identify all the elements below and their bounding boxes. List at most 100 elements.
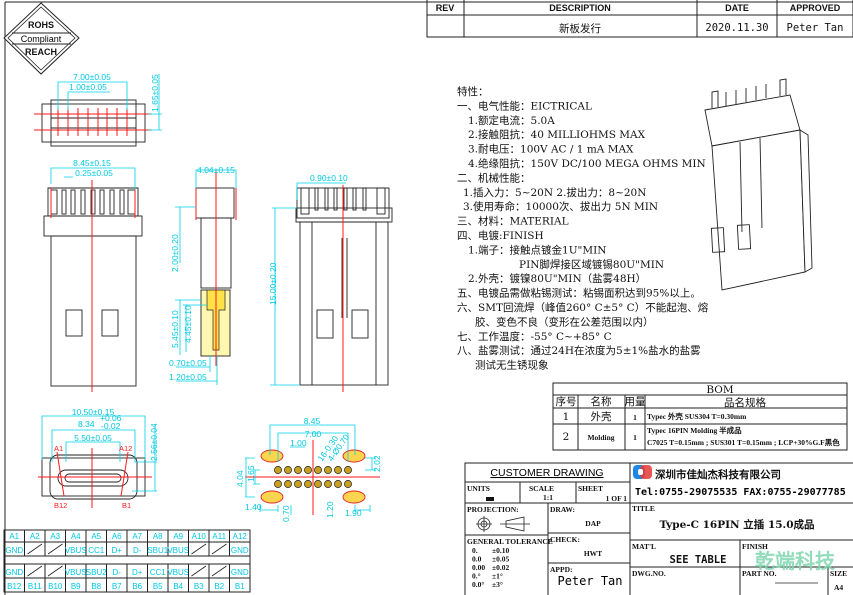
- spec-line: 二、机械性能：: [457, 171, 531, 184]
- tolerance-value: ±0.05: [492, 555, 509, 564]
- dim-fp-4-04: 4.04: [235, 470, 245, 487]
- dim-8-45: 8.45±0.15: [73, 158, 111, 168]
- sheet-value: 1 OF 1: [606, 494, 628, 503]
- pin-cell: D+: [112, 546, 123, 555]
- spec-line: 测试无生锈现象: [475, 359, 549, 372]
- pin-cell: B11: [28, 582, 42, 591]
- footprint-pad-top: [324, 466, 332, 474]
- label-b12: B12: [54, 501, 67, 510]
- approved-header: APPROVED: [790, 3, 841, 13]
- pin-cell: A12: [233, 532, 248, 541]
- spec-line: 1.端子：接触点镀金1U"MIN: [468, 243, 606, 256]
- title-label: TITLE: [632, 504, 655, 513]
- dim-0-25: 0.25±0.05: [75, 168, 113, 178]
- dim-fp-1-90: 1.90: [345, 508, 362, 518]
- pin-cell: B7: [112, 582, 122, 591]
- units-value-mark: [486, 497, 494, 501]
- pin-cell: GND: [5, 546, 23, 555]
- footprint-pad-top: [304, 466, 312, 474]
- pin-cell: B8: [91, 582, 101, 591]
- side-view: 4.04±0.15 2.00±0.20 5.45±0.10 4.45±0.10 …: [169, 165, 237, 385]
- tolerance-value: ±1°: [492, 572, 503, 581]
- dim-0-90: 0.90±0.10: [310, 173, 348, 183]
- dim-10-50: 10.50±0.15: [72, 407, 115, 417]
- pin-cell: GND: [5, 568, 23, 577]
- bom-header-qty: 用量: [625, 396, 646, 408]
- pin-cell: D-: [133, 546, 142, 555]
- pin-cell: A2: [30, 532, 40, 541]
- footprint-pad-bottom: [294, 480, 302, 488]
- footprint-pad-bottom: [344, 480, 352, 488]
- spec-line: 八、盐雾测试：通过24H在浓度为5±1%盐水的盐雾: [457, 344, 701, 357]
- bom-cell-spec: Typec 外壳 SUS304 T=0.30mm: [647, 411, 747, 421]
- bom-cell-qty: 1: [633, 413, 637, 422]
- watermark: 乾端科技: [755, 549, 836, 573]
- pin-cell: D+: [132, 568, 143, 577]
- tolerance-value: ±0.02: [492, 563, 509, 572]
- tolerance-list: 0.±0.100.0±0.050.00±0.020.°±1°0.0°±3°: [472, 546, 509, 589]
- label-a1: A1: [54, 444, 63, 453]
- dim-2-00: 2.00±0.20: [170, 234, 180, 272]
- bom-cell-no: 2: [563, 431, 570, 443]
- date-header: DATE: [725, 3, 749, 13]
- bom-cell-no: 1: [563, 411, 570, 423]
- projection-label: PROJECTION:: [467, 505, 519, 514]
- footprint-pad-top: [334, 466, 342, 474]
- pin-cell: A11: [212, 532, 226, 541]
- dim-0-70: 0.70±0.05: [169, 358, 207, 368]
- logo-rohs-text: ROHS: [28, 20, 54, 30]
- customer-drawing-heading: CUSTOMER DRAWING: [490, 467, 603, 479]
- dim-fp-1-65: 1.65: [246, 465, 256, 482]
- pin-unused-slash: [211, 543, 227, 555]
- revision-description: 新板发行: [559, 22, 601, 35]
- spec-line: 七、工作温度：-55° C~+85° C: [457, 330, 612, 343]
- pin-cell: CC1: [150, 568, 167, 577]
- tolerance-value: ±3°: [492, 580, 503, 589]
- dim-1-20: 1.20±0.05: [169, 372, 207, 382]
- appd-value: Peter Tan: [557, 574, 622, 588]
- top-view: 7.00±0.05 1.00±0.05 1.65±0.05: [34, 72, 162, 147]
- bom-row: 2 Molding 1 Typec 16PIN Molding 半成品 C702…: [563, 425, 841, 447]
- dim-15-00: 15.00±0.20: [268, 262, 278, 305]
- dim-fp-7-00: 7.00: [305, 429, 322, 439]
- company-logo-icon: [633, 465, 652, 479]
- dim-4-04: 4.04±0.15: [197, 165, 235, 175]
- material-label: MAT'L: [632, 542, 656, 551]
- pin-cell: A5: [91, 532, 101, 541]
- spec-line: 2.外壳：镀镍80U"MIN（盐雾48H）: [468, 272, 646, 285]
- pin-cell: B1: [235, 582, 245, 591]
- third-angle-projection-icon: [476, 516, 530, 532]
- connector-3d-view: [704, 78, 813, 291]
- check-value: HWT: [584, 549, 602, 558]
- scale-value: 1:1: [543, 493, 553, 502]
- pin-cell: GND: [231, 546, 249, 555]
- pin-cell: B5: [153, 582, 163, 591]
- label-a12: A12: [119, 444, 132, 453]
- pin-cell: VBUS: [65, 546, 87, 555]
- tolerance-value: ±0.10: [492, 546, 509, 555]
- bom-header-spec: 品名规格: [724, 396, 766, 409]
- pin-cell: CC1: [88, 546, 105, 555]
- units-label: UNITS: [467, 484, 490, 493]
- footprint-pad-bottom: [304, 480, 312, 488]
- dim-fp-1-20: 1.20: [325, 501, 335, 518]
- bom-header-no: 序号: [556, 395, 577, 408]
- pin-cell: B9: [71, 582, 81, 591]
- pin-cell: B4: [173, 582, 183, 591]
- sheet-label: SHEET: [578, 484, 603, 493]
- footprint-pad-bottom: [314, 480, 322, 488]
- pin-unused-slash: [191, 543, 207, 555]
- dim-8-34-lower-tol: -0.02: [101, 421, 121, 431]
- bom-header-name: 名称: [591, 395, 612, 408]
- pin-cell: VBUS: [65, 568, 87, 577]
- dim-8-34: 8.34: [78, 419, 95, 429]
- pin-cell: A4: [71, 532, 81, 541]
- company-name: 深圳市佳灿杰科技有限公司: [655, 468, 781, 481]
- revision-approved: Peter Tan: [787, 22, 844, 34]
- general-tolerance-label: GENERAL TOLERANCE: [467, 537, 553, 546]
- spec-line: 一、电气性能：EICTRICAL: [457, 99, 592, 112]
- spec-line: 胶、变色不良（变形在公差范围以内）: [475, 315, 654, 328]
- tolerance-precision: 0.0: [472, 555, 482, 564]
- spec-line: 1.额定电流：5.0A: [468, 114, 555, 127]
